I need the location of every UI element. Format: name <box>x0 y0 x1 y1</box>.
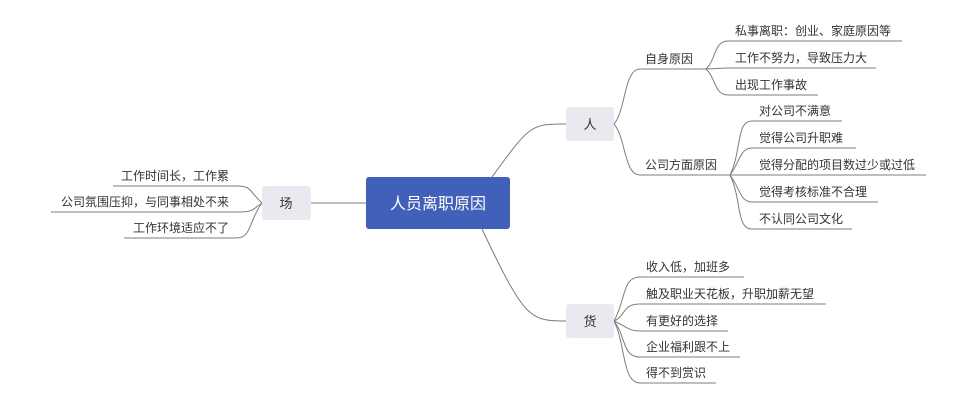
leaf-company-4[interactable]: 觉得考核标准不合理 <box>759 184 867 199</box>
central-topic-box <box>366 177 510 229</box>
leaf-company-2[interactable]: 觉得公司升职难 <box>759 130 843 145</box>
leaf-goods-1[interactable]: 收入低，加班多 <box>646 260 730 274</box>
link-goods-1 <box>613 276 641 322</box>
link-venue-1 <box>235 185 263 204</box>
topic-person-label: 人 <box>583 118 596 133</box>
central-topic-label: 人员离职原因 <box>390 194 486 213</box>
link-goods-3 <box>613 320 641 332</box>
leaf-goods-4[interactable]: 企业福利跟不上 <box>646 339 730 354</box>
topic-person[interactable]: 人 <box>566 107 614 141</box>
topic-goods-label: 货 <box>583 314 596 330</box>
topic-venue-label: 场 <box>279 197 292 212</box>
topic-person-box <box>566 107 614 141</box>
leaf-self-1[interactable]: 私事离职：创业、家庭原因等 <box>735 23 891 38</box>
link-goods-4 <box>613 320 641 358</box>
leaf-self-3[interactable]: 出现工作事故 <box>735 77 807 92</box>
link-company-5 <box>729 174 753 230</box>
leaf-goods-5[interactable]: 得不到赏识 <box>646 365 706 380</box>
link-center-goods <box>481 228 567 322</box>
leaf-venue-1[interactable]: 工作时间长，工作累 <box>121 169 229 183</box>
link-goods-5 <box>613 320 641 384</box>
link-self-1 <box>705 40 729 70</box>
subtopic-company-reasons[interactable]: 公司方面原因 <box>645 157 717 172</box>
topic-goods[interactable]: 货 <box>566 304 614 338</box>
link-person-self <box>613 68 641 125</box>
link-person-company <box>613 123 641 176</box>
link-company-1 <box>729 120 753 176</box>
leaf-goods-3[interactable]: 有更好的选择 <box>646 313 718 328</box>
leaf-venue-2[interactable]: 公司氛围压抑，与同事相处不来 <box>61 194 229 209</box>
leaf-company-5[interactable]: 不认同公司文化 <box>759 211 843 226</box>
link-venue-2 <box>239 202 263 213</box>
link-venue-3 <box>235 202 263 239</box>
link-company-2 <box>729 147 753 176</box>
leaf-venue-3[interactable]: 工作环境适应不了 <box>133 220 229 235</box>
link-company-4 <box>729 174 753 203</box>
link-goods-2 <box>613 303 641 322</box>
central-topic[interactable]: 人员离职原因 <box>366 177 510 229</box>
leaf-company-1[interactable]: 对公司不满意 <box>759 103 831 118</box>
leaf-self-2[interactable]: 工作不努力，导致压力大 <box>735 50 867 65</box>
topic-venue[interactable]: 场 <box>262 186 311 220</box>
subtopic-self-reasons[interactable]: 自身原因 <box>645 51 693 66</box>
leaf-company-3[interactable]: 觉得分配的项目数过少或过低 <box>759 157 915 172</box>
leaf-goods-2[interactable]: 触及职业天花板，升职加薪无望 <box>646 286 814 301</box>
link-self-3 <box>705 68 729 96</box>
link-center-person <box>491 123 567 178</box>
link-self-2 <box>705 67 729 70</box>
topic-goods-box <box>566 304 614 338</box>
topic-venue-box <box>262 186 311 220</box>
